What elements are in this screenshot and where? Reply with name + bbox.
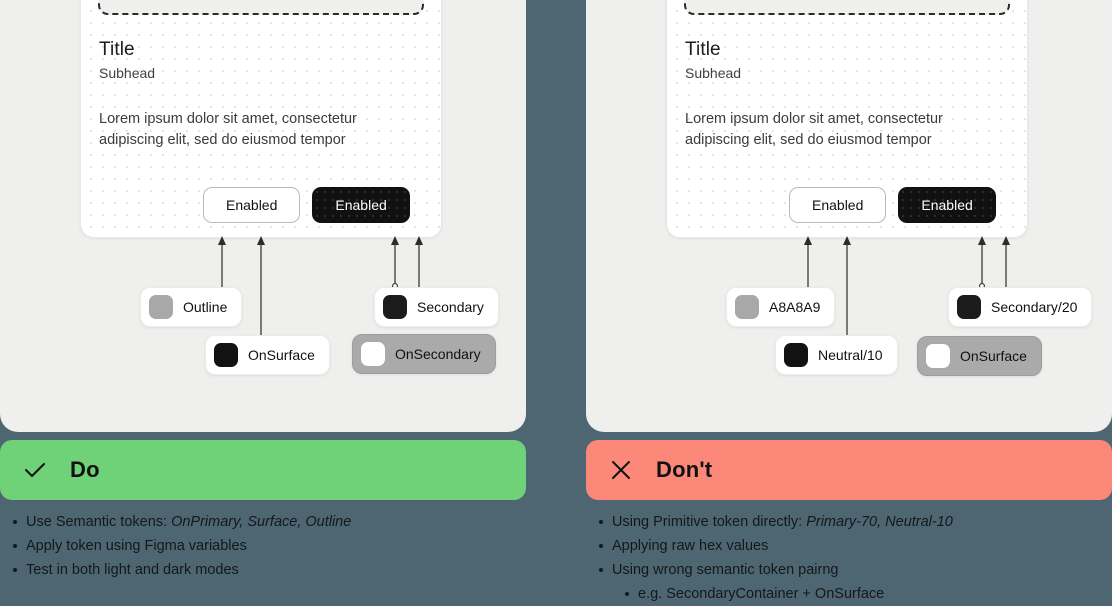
card-title: Title bbox=[685, 39, 721, 60]
component-card-right: your content. Title Subhead Lorem ipsum … bbox=[666, 0, 1028, 238]
token-chip-a8a8a9[interactable]: A8A8A9 bbox=[726, 287, 836, 327]
card-body-text: Lorem ipsum dolor sit amet, consectetur … bbox=[99, 111, 357, 148]
color-swatch bbox=[735, 295, 759, 319]
check-icon bbox=[25, 463, 45, 477]
card-title: Title bbox=[99, 39, 135, 60]
color-swatch bbox=[957, 295, 981, 319]
card-body-text: Lorem ipsum dolor sit amet, consectetur … bbox=[685, 111, 943, 148]
color-swatch bbox=[926, 344, 950, 368]
token-chip-label: OnSecondary bbox=[395, 346, 481, 362]
token-chip-label: A8A8A9 bbox=[769, 299, 821, 315]
list-item-text: e.g. SecondaryContainer + OnSurface bbox=[638, 586, 885, 602]
color-swatch bbox=[361, 342, 385, 366]
token-chip-outline[interactable]: Outline bbox=[140, 287, 243, 327]
enabled-filled-button[interactable]: Enabled bbox=[312, 187, 410, 223]
token-chip-neutral-10[interactable]: Neutral/10 bbox=[775, 335, 898, 375]
color-swatch bbox=[214, 343, 238, 367]
guidance-list-do: Use Semantic tokens: OnPrimary, Surface,… bbox=[8, 510, 528, 582]
component-card-left: your content. Title Subhead Lorem ipsum … bbox=[80, 0, 442, 238]
list-item-text: Apply token using Figma variables bbox=[26, 538, 247, 554]
card-subhead: Subhead bbox=[685, 65, 742, 81]
token-chip-label: Neutral/10 bbox=[818, 347, 883, 363]
content-placeholder-right: your content. bbox=[684, 0, 1010, 15]
list-item: Test in both light and dark modes bbox=[13, 558, 528, 582]
guidance-list-dont: Using Primitive token directly: Primary-… bbox=[594, 510, 1112, 606]
list-item: Using wrong semantic token pairng e.g. S… bbox=[599, 558, 1112, 606]
banner-dont: Don't bbox=[586, 440, 1112, 500]
token-chip-label: Secondary/20 bbox=[991, 299, 1078, 315]
color-swatch bbox=[149, 295, 173, 319]
banner-title: Don't bbox=[656, 457, 713, 482]
list-item: Using Primitive token directly: Primary-… bbox=[599, 510, 1112, 534]
card-subhead: Subhead bbox=[99, 65, 156, 81]
token-chip-secondary[interactable]: Secondary bbox=[374, 287, 499, 327]
token-chip-secondary-20[interactable]: Secondary/20 bbox=[948, 287, 1093, 327]
demo-panel-right: your content. Title Subhead Lorem ipsum … bbox=[586, 0, 1112, 432]
list-item: Use Semantic tokens: OnPrimary, Surface,… bbox=[13, 510, 528, 534]
list-item-emphasis: OnPrimary, Surface, Outline bbox=[171, 514, 352, 530]
list-item-nested: e.g. SecondaryContainer + OnSurface bbox=[625, 582, 1112, 606]
enabled-outlined-button[interactable]: Enabled bbox=[789, 187, 887, 223]
close-icon bbox=[612, 461, 630, 479]
list-item: Applying raw hex values bbox=[599, 534, 1112, 558]
token-chip-label: Secondary bbox=[417, 299, 484, 315]
list-item-text: Test in both light and dark modes bbox=[26, 562, 239, 578]
enabled-outlined-button[interactable]: Enabled bbox=[203, 187, 301, 223]
color-swatch bbox=[784, 343, 808, 367]
card-actions-right: Enabled Enabled bbox=[789, 187, 996, 223]
demo-panel-left: your content. Title Subhead Lorem ipsum … bbox=[0, 0, 526, 432]
banner-title: Do bbox=[70, 457, 100, 482]
enabled-filled-button[interactable]: Enabled bbox=[898, 187, 996, 223]
list-item-text: Use Semantic tokens: bbox=[26, 514, 172, 530]
list-item-text: Using wrong semantic token pairng bbox=[612, 562, 839, 578]
token-chip-onsecondary[interactable]: OnSecondary bbox=[352, 334, 496, 374]
token-chip-label: OnSurface bbox=[960, 348, 1027, 364]
card-actions-left: Enabled Enabled bbox=[203, 187, 410, 223]
token-chip-onsurface[interactable]: OnSurface bbox=[917, 336, 1042, 376]
banner-do: Do bbox=[0, 440, 526, 500]
list-item: Apply token using Figma variables bbox=[13, 534, 528, 558]
list-item-text: Applying raw hex values bbox=[612, 538, 769, 554]
color-swatch bbox=[383, 295, 407, 319]
list-item-emphasis: Primary-70, Neutral-10 bbox=[806, 514, 953, 530]
list-item-text: Using Primitive token directly: bbox=[612, 514, 807, 530]
token-chip-label: OnSurface bbox=[248, 347, 315, 363]
content-placeholder-left: your content. bbox=[98, 0, 424, 15]
token-chip-label: Outline bbox=[183, 299, 228, 315]
token-chip-onsurface[interactable]: OnSurface bbox=[205, 335, 330, 375]
